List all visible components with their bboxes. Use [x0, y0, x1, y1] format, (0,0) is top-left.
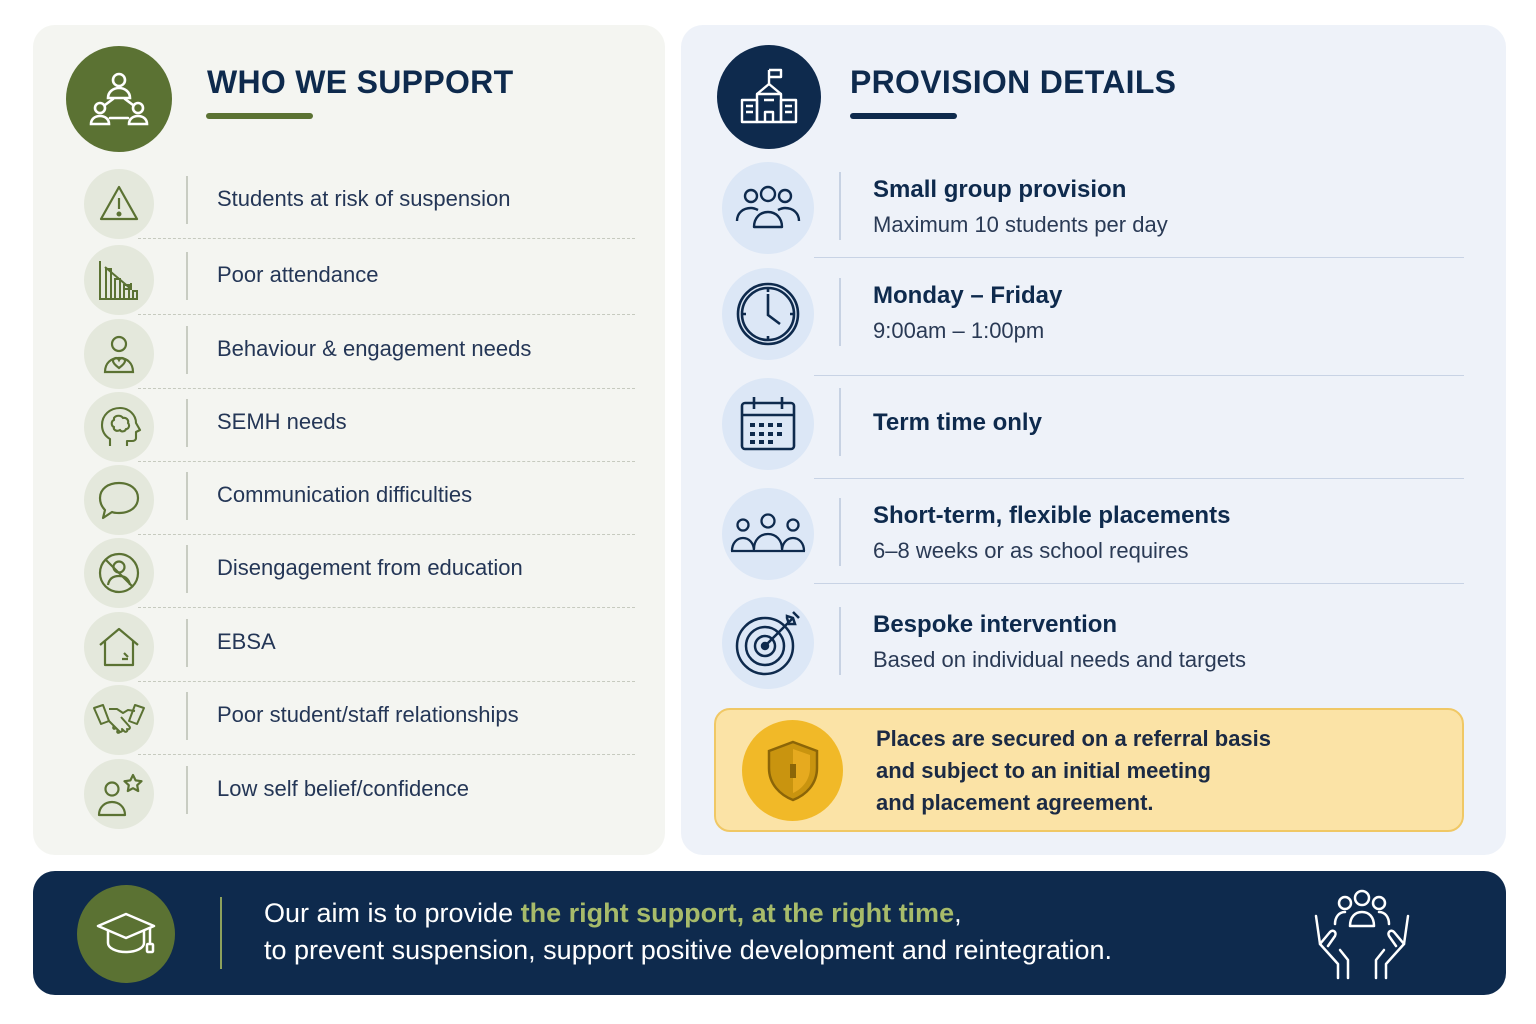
no-person-icon	[84, 538, 154, 608]
support-item-label: Behaviour & engagement needs	[217, 336, 532, 361]
provision-item: Short-term, flexible placements 6–8 weeks…	[718, 488, 1464, 584]
support-item-label: EBSA	[217, 629, 276, 654]
divider	[186, 619, 188, 667]
people-network-icon	[66, 46, 172, 152]
divider	[839, 607, 841, 675]
divider	[220, 897, 222, 969]
provision-item-title: Bespoke intervention	[873, 611, 1118, 638]
aim-banner	[33, 871, 1506, 995]
referral-line: Places are secured on a referral basis	[876, 726, 1272, 751]
provision-item-title: Monday – Friday	[873, 282, 1063, 309]
speech-bubble-icon	[84, 465, 154, 535]
calendar-icon	[722, 378, 814, 470]
divider	[186, 766, 188, 814]
target-icon	[722, 597, 814, 689]
support-list-item: Low self belief/confidence	[80, 756, 635, 829]
divider	[839, 278, 841, 346]
declining-chart-icon	[84, 245, 154, 315]
group-icon	[722, 162, 814, 254]
provision-item-subtitle: Maximum 10 students per day	[873, 212, 1168, 237]
referral-line: and placement agreement.	[876, 790, 1154, 815]
divider	[186, 326, 188, 374]
warning-icon	[84, 169, 154, 239]
support-item-label: Communication difficulties	[217, 482, 473, 507]
support-item-label: Low self belief/confidence	[217, 776, 469, 801]
person-heart-icon	[84, 319, 154, 389]
aim-highlight: the right support, at the right time	[520, 898, 955, 928]
school-building-icon	[717, 45, 821, 149]
row-separator	[814, 583, 1464, 584]
divider	[839, 172, 841, 240]
person-star-icon	[84, 759, 154, 829]
divider	[186, 176, 188, 224]
support-list-item: Students at risk of suspension	[80, 166, 635, 239]
divider	[186, 399, 188, 447]
head-brain-icon	[84, 392, 154, 462]
provision-item-subtitle: 9:00am – 1:00pm	[873, 318, 1045, 343]
people-row-icon	[722, 488, 814, 580]
row-separator	[138, 388, 635, 389]
row-separator	[138, 754, 635, 755]
handshake-icon	[84, 685, 154, 755]
support-item-label: Students at risk of suspension	[217, 186, 511, 211]
row-separator	[138, 681, 635, 682]
aim-statement-line2: to prevent suspension, support positive …	[264, 935, 1113, 965]
row-separator	[138, 238, 635, 239]
support-item-label: Disengagement from education	[217, 555, 523, 580]
clock-icon	[722, 268, 814, 360]
provision-item-subtitle: 6–8 weeks or as school requires	[873, 538, 1189, 563]
divider	[186, 545, 188, 593]
house-icon	[84, 612, 154, 682]
title-underline	[206, 113, 313, 119]
provision-item-title: Small group provision	[873, 176, 1127, 203]
support-list-item: Disengagement from education	[80, 535, 635, 608]
referral-line: and subject to an initial meeting	[876, 758, 1211, 783]
aim-suffix: ,	[954, 898, 962, 928]
graduation-cap-icon	[77, 885, 175, 983]
provision-item: Term time only	[718, 378, 1464, 479]
who-we-support-title: WHO WE SUPPORT	[207, 64, 514, 100]
provision-item: Monday – Friday 9:00am – 1:00pm	[718, 268, 1464, 376]
title-underline	[850, 113, 957, 119]
provision-item-title: Short-term, flexible placements	[873, 502, 1231, 529]
row-separator	[138, 607, 635, 608]
divider	[186, 252, 188, 300]
row-separator	[138, 534, 635, 535]
aim-prefix: Our aim is to provide	[264, 898, 521, 928]
support-item-label: Poor student/staff relationships	[217, 702, 519, 727]
row-separator	[814, 257, 1464, 258]
row-separator	[138, 314, 635, 315]
shield-icon	[742, 720, 843, 821]
divider	[186, 692, 188, 740]
support-list-item: EBSA	[80, 609, 635, 682]
aim-statement-line1: Our aim is to provide the right support,…	[264, 898, 962, 929]
provision-details-title: PROVISION DETAILS	[850, 64, 1177, 100]
provision-item-title: Term time only	[873, 409, 1042, 436]
row-separator	[138, 461, 635, 462]
provision-item-subtitle: Based on individual needs and targets	[873, 647, 1247, 672]
divider	[186, 472, 188, 520]
support-item-label: Poor attendance	[217, 262, 379, 287]
support-list-item: SEMH needs	[80, 389, 635, 462]
hands-holding-people-icon	[1310, 886, 1414, 982]
row-separator	[814, 375, 1464, 376]
support-list-item: Poor student/staff relationships	[80, 682, 635, 755]
support-list-item: Poor attendance	[80, 242, 635, 315]
support-list-item: Communication difficulties	[80, 462, 635, 535]
row-separator	[814, 478, 1464, 479]
divider	[839, 388, 841, 456]
divider	[839, 498, 841, 566]
support-item-label: SEMH needs	[217, 409, 347, 434]
support-list-item: Behaviour & engagement needs	[80, 316, 635, 389]
